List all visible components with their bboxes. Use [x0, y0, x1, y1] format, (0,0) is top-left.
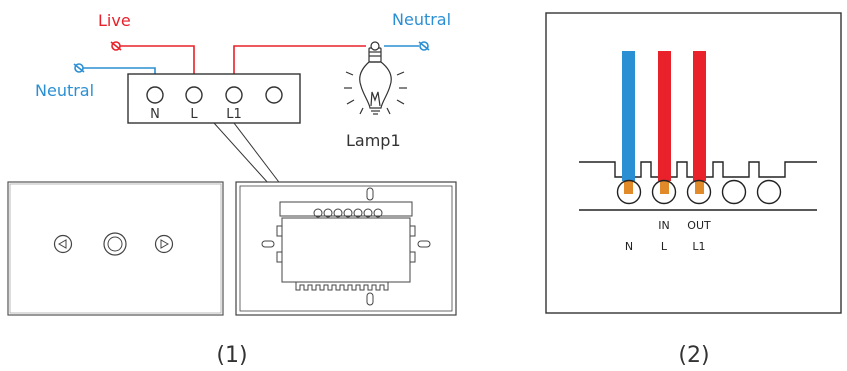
socket-terminals: [616, 179, 782, 205]
neutral-label-right: Neutral: [392, 10, 451, 29]
power-button-icon[interactable]: [103, 232, 127, 256]
diagram-1: Live Neutral Neutral N L L1: [7, 10, 457, 368]
neutral-wire-right: [384, 41, 430, 51]
label-l: L: [661, 240, 668, 253]
switch-back-panel: [235, 181, 457, 316]
right-arrow-button-icon[interactable]: [154, 234, 174, 254]
lamp-label: Lamp1: [346, 131, 401, 150]
terminal-spare: [265, 86, 283, 104]
left-arrow-button-icon[interactable]: [53, 234, 73, 254]
terminal-label-l1: L1: [226, 107, 242, 122]
caption-2: (2): [678, 343, 709, 368]
live-label: Live: [98, 11, 131, 30]
terminal-label-l: L: [190, 107, 198, 122]
diagram-2: IN OUT N L L1 (2): [545, 12, 842, 368]
wire-l-red: [658, 51, 671, 194]
wire-l1-red: [693, 51, 706, 194]
label-in: IN: [658, 219, 669, 232]
terminal-label-n: N: [150, 107, 160, 122]
label-l1: L1: [692, 240, 705, 253]
neutral-label-left: Neutral: [35, 81, 94, 100]
terminal-n: [146, 86, 164, 104]
wire-n-blue: [622, 51, 635, 194]
terminal-l1: [225, 86, 243, 104]
caption-1: (1): [216, 343, 247, 368]
lamp-icon: [344, 41, 407, 115]
terminal-block: N L L1: [127, 73, 301, 124]
label-out: OUT: [687, 219, 711, 232]
label-n: N: [625, 240, 633, 253]
switch-front-panel: [7, 181, 224, 316]
terminal-l: [185, 86, 203, 104]
